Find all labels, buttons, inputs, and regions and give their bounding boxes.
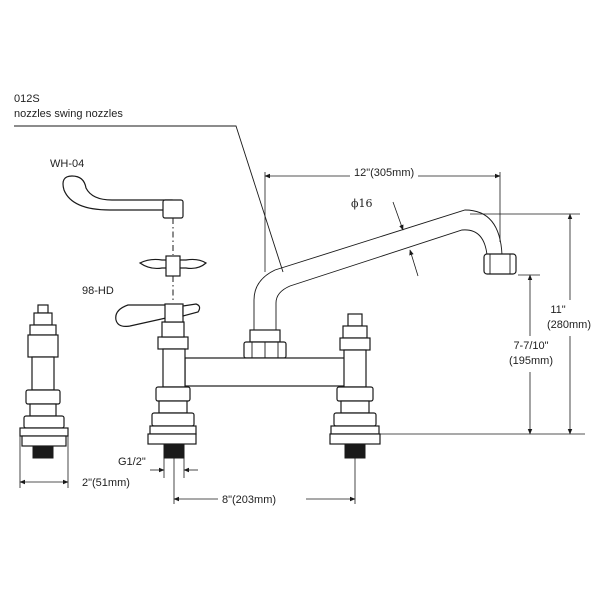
description-label: nozzles swing nozzles bbox=[14, 108, 123, 120]
side-view-valve bbox=[19, 304, 69, 459]
lever-handle bbox=[115, 303, 201, 327]
lever-handle-label: 98-HD bbox=[82, 285, 114, 297]
left-valve bbox=[147, 321, 197, 459]
right-valve-stem bbox=[342, 325, 368, 339]
left-valve-stem bbox=[161, 321, 185, 338]
side-valve-hexnut bbox=[25, 389, 61, 405]
model-label: 012S bbox=[14, 93, 40, 105]
tube-diameter-label: ϕ16 bbox=[351, 197, 373, 210]
side-valve-collar bbox=[29, 403, 57, 417]
bridge-body bbox=[184, 357, 346, 387]
tee-handle bbox=[138, 255, 208, 277]
tube-diameter-dimension bbox=[392, 201, 419, 277]
model-leader-line bbox=[14, 125, 284, 273]
left-valve-locknut bbox=[147, 433, 197, 445]
thread-dimension bbox=[150, 458, 198, 478]
right-valve-locknut bbox=[329, 433, 381, 445]
side-width-label: 2"(51mm) bbox=[82, 477, 130, 489]
bridge-tube bbox=[184, 357, 346, 387]
side-valve-cap bbox=[29, 324, 57, 336]
wrist-handle bbox=[62, 175, 184, 219]
right-valve-bonnet bbox=[339, 337, 371, 351]
right-valve-hexnut bbox=[336, 386, 374, 402]
spout-height-mm-label: (195mm) bbox=[509, 355, 553, 367]
left-valve-bonnet bbox=[157, 336, 189, 350]
left-valve-flange bbox=[151, 412, 195, 427]
tee-handle-hub bbox=[165, 255, 181, 277]
spout-collar bbox=[249, 329, 281, 343]
side-valve-stem bbox=[33, 312, 53, 326]
side-width-dimension bbox=[19, 436, 69, 488]
left-valve-body bbox=[162, 348, 186, 388]
wrist-handle-hub bbox=[162, 199, 184, 219]
left-valve-collar bbox=[158, 400, 188, 414]
right-valve-washer bbox=[330, 425, 380, 435]
side-valve-locknut bbox=[21, 435, 67, 447]
side-valve-tip bbox=[37, 304, 49, 314]
center-distance-label: 8"(203mm) bbox=[222, 494, 276, 506]
side-valve-washer bbox=[19, 427, 69, 437]
spout-length-dimension bbox=[264, 172, 501, 272]
side-valve-body bbox=[31, 356, 55, 391]
spout-length-label: 12"(305mm) bbox=[354, 167, 414, 179]
right-valve-stem-cap bbox=[347, 313, 363, 327]
swing-spout bbox=[243, 209, 517, 359]
right-valve-collar bbox=[340, 400, 370, 414]
total-height-mm-label: (280mm) bbox=[547, 319, 591, 331]
spout-height-dimension bbox=[518, 274, 540, 435]
thread-label: G1/2" bbox=[118, 456, 146, 468]
total-height-dimension bbox=[380, 213, 585, 435]
center-distance-dimension bbox=[173, 458, 356, 504]
left-valve-thread bbox=[163, 443, 185, 459]
right-valve-flange bbox=[333, 412, 377, 427]
side-valve-flange bbox=[23, 415, 65, 429]
side-valve-thread bbox=[32, 445, 54, 459]
left-valve-washer bbox=[149, 425, 197, 435]
right-valve-body bbox=[343, 349, 367, 388]
spout-height-inch-label: 7-7/10" bbox=[513, 340, 548, 352]
side-valve-bonnet bbox=[27, 334, 59, 358]
wrist-handle-label: WH-04 bbox=[50, 158, 84, 170]
lever-handle-hub bbox=[164, 303, 184, 323]
left-valve-hexnut bbox=[155, 386, 191, 402]
spout-nozzle bbox=[483, 253, 517, 275]
right-valve-thread bbox=[344, 443, 366, 459]
total-height-inch-label: 11" bbox=[550, 304, 565, 316]
right-valve bbox=[329, 313, 381, 459]
